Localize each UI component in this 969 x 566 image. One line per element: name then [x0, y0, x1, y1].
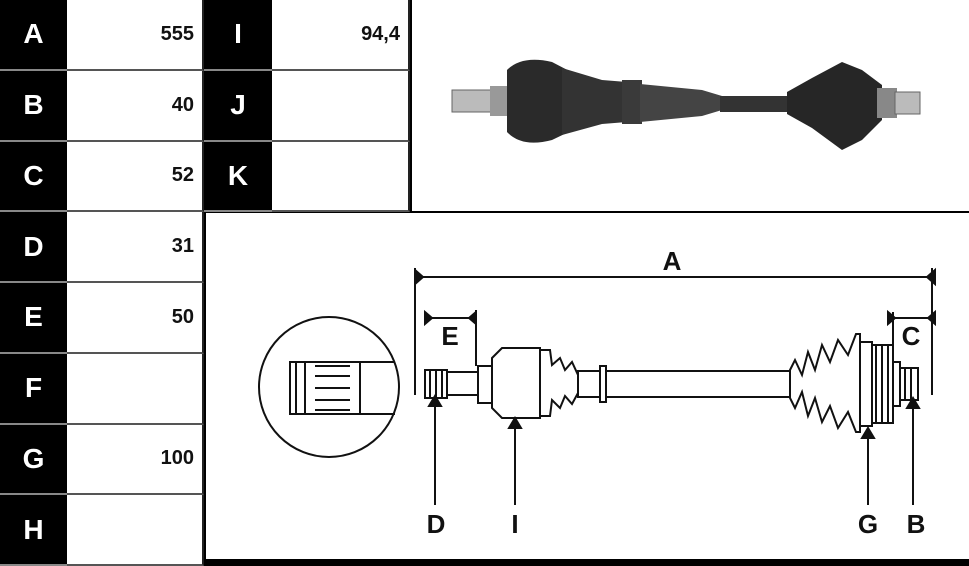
dimension-value-e: 50	[67, 283, 204, 354]
label-a: A	[663, 246, 682, 276]
dimension-label-f: F	[0, 353, 67, 425]
dimension-label-g: G	[0, 424, 67, 496]
technical-diagram: A E C D I G B	[206, 213, 969, 559]
label-c: C	[902, 321, 921, 351]
dimension-label-k: K	[204, 141, 272, 213]
dimension-label-h: H	[0, 495, 67, 566]
dimension-label-d: D	[0, 212, 67, 283]
dimension-value-g: 100	[67, 424, 204, 496]
spline-detail-inset	[258, 316, 400, 458]
dimension-label-a: A	[0, 0, 67, 71]
drive-shaft-photo	[451, 59, 921, 150]
dimension-drawing: A E C D I G B	[258, 246, 936, 539]
label-b: B	[907, 509, 926, 539]
label-g: G	[858, 509, 878, 539]
dimension-value-h	[67, 495, 204, 566]
dimension-value-a: 555	[67, 0, 204, 71]
dimension-label-i: I	[204, 0, 272, 71]
dimension-value-d: 31	[67, 212, 204, 283]
dimension-value-k	[272, 141, 410, 213]
dimension-value-j	[272, 70, 410, 142]
dimension-label-b: B	[0, 70, 67, 142]
label-i: I	[511, 509, 518, 539]
dimension-value-b: 40	[67, 70, 204, 142]
label-e: E	[441, 321, 458, 351]
product-photo	[412, 0, 969, 211]
dimension-value-i: 94,4	[272, 0, 410, 71]
label-d: D	[427, 509, 446, 539]
dimension-label-c: C	[0, 141, 67, 213]
dimension-label-j: J	[204, 70, 272, 142]
dimension-value-c: 52	[67, 141, 204, 213]
dimension-value-f	[67, 353, 204, 425]
dimension-label-e: E	[0, 283, 67, 354]
